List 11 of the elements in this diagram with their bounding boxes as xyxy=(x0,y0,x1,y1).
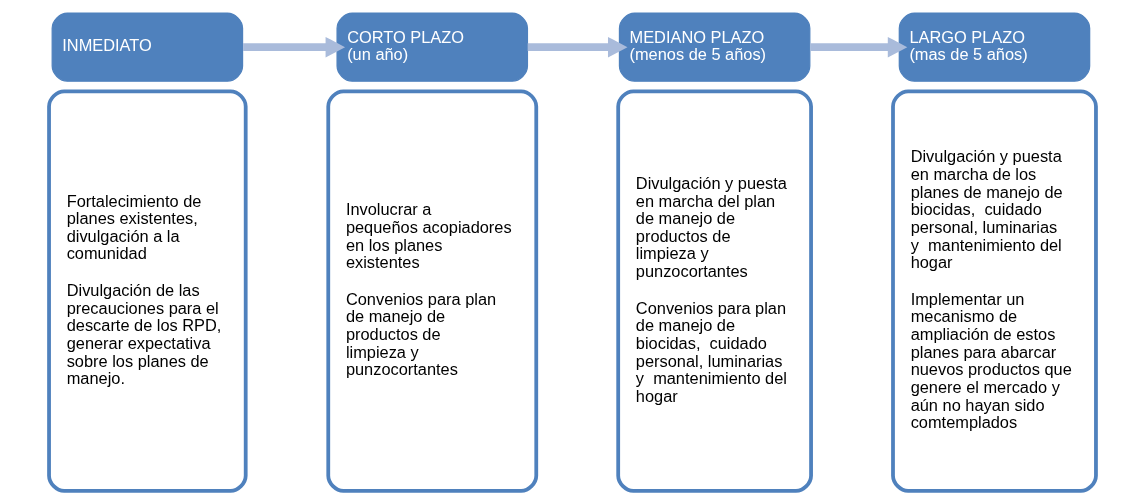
node-box: Fortalecimiento de planes existentes, divulgación a la comunidad Divulgación de las precauciones para el descarte de los RPD, generar expectativa sobre los planes de manejo. xyxy=(47,89,248,493)
arrow xyxy=(810,36,908,58)
node-box: Divulgación y puesta en marcha de los planes de manejo de biocidas, cuidado personal, luminarias y mantenimiento del hogar Implementar un mecanismo de ampliación de estos planes para abarcar nuevos productos que genere el mercado y aún no hayan sido comtemplados xyxy=(891,89,1098,493)
node-box: LARGO PLAZO (mas de 5 años) xyxy=(898,12,1091,82)
node-box: INMEDIATO xyxy=(51,12,244,82)
node-box: MEDIANO PLAZO (menos de 5 años) xyxy=(618,12,811,82)
node-box: Involucrar a pequeños acopiadores en los planes existentes Convenios para plan de manejo de productos de limpieza y punzocortantes xyxy=(326,89,539,493)
arrow xyxy=(243,36,346,58)
node-box: Divulgación y puesta en marcha del plan de manejo de productos de limpieza y punzocortantes Convenios para plan de manejo de biocidas, cuidado personal, luminarias y mantenimiento del hogar xyxy=(616,89,813,493)
node-box: CORTO PLAZO (un año) xyxy=(336,12,529,82)
arrow xyxy=(527,36,628,58)
